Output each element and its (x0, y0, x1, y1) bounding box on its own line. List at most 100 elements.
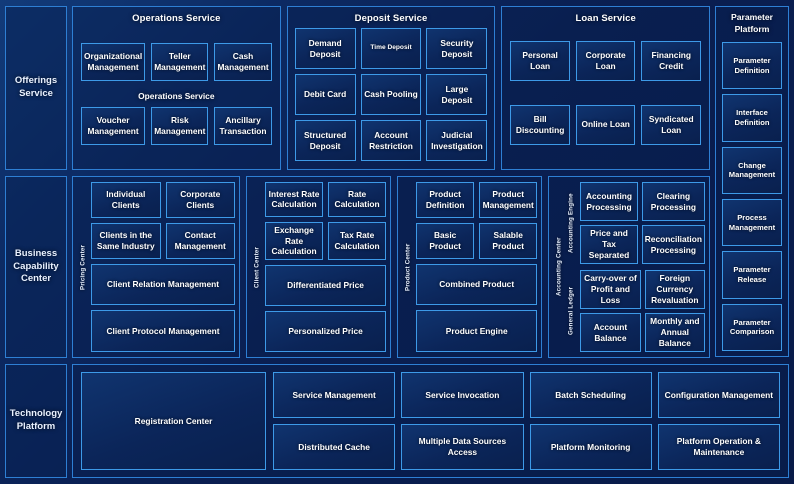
pricing-center-body: Individual Clients Corporate Clients Cli… (89, 182, 235, 352)
accounting-center-body: Accounting Engine Accounting Processing … (565, 182, 705, 352)
panel-technology-platform[interactable]: Registration Center Service Management S… (72, 364, 789, 478)
box-cash-management[interactable]: Cash Management (214, 43, 272, 81)
box-tax-rate-calculation[interactable]: Tax Rate Calculation (328, 221, 387, 261)
box-time-deposit[interactable]: Time Deposit (360, 28, 422, 69)
box-reconciliation-processing[interactable]: Reconciliation Processing (641, 225, 705, 264)
box-structured-deposit[interactable]: Structured Deposit (294, 120, 356, 161)
box-product-management[interactable]: Product Management (479, 182, 538, 218)
box-process-management[interactable]: Process Management (722, 198, 782, 247)
business-capability-cells: Pricing Center Individual Clients Corpor… (72, 176, 710, 358)
box-product-definition[interactable]: Product Definition (416, 182, 475, 218)
box-account-balance[interactable]: Account Balance (580, 313, 641, 352)
panel-deposit-service[interactable]: Deposit Service Demand Deposit Time Depo… (286, 6, 496, 170)
box-organizational-management[interactable]: Organizational Management (81, 43, 146, 81)
box-parameter-comparison[interactable]: Parameter Comparison (722, 303, 782, 351)
box-online-loan[interactable]: Online Loan (575, 104, 636, 145)
box-client-relation-management[interactable]: Client Relation Management (91, 263, 235, 306)
box-service-management[interactable]: Service Management (273, 372, 396, 418)
panel-parameter-platform[interactable]: Parameter Platform Parameter Definition … (715, 6, 789, 357)
box-personal-loan[interactable]: Personal Loan (510, 40, 570, 81)
pricing-center-pair-1: Individual Clients Corporate Clients (91, 182, 235, 218)
box-platform-operation-maintenance[interactable]: Platform Operation & Maintenance (657, 424, 780, 470)
box-parameter-definition[interactable]: Parameter Definition (722, 41, 782, 90)
box-foreign-currency-revaluation[interactable]: Foreign Currency Revaluation (644, 270, 705, 309)
box-ancillary-transaction[interactable]: Ancillary Transaction (214, 107, 272, 145)
box-teller-management[interactable]: Teller Management (151, 43, 209, 81)
box-rate-calculation[interactable]: Rate Calculation (328, 182, 387, 217)
box-corporate-loan[interactable]: Corporate Loan (575, 40, 636, 81)
box-demand-deposit[interactable]: Demand Deposit (294, 28, 356, 69)
technology-platform-boxes: Service Management Service Invocation Ba… (273, 372, 780, 470)
product-center-pair-1: Product Definition Product Management (416, 182, 538, 218)
loan-service-boxes: Personal Loan Corporate Loan Financing C… (502, 28, 709, 169)
box-combined-product[interactable]: Combined Product (416, 263, 538, 306)
box-accounting-processing[interactable]: Accounting Processing (580, 182, 638, 221)
box-interface-definition[interactable]: Interface Definition (722, 94, 782, 142)
panel-title-parameter-platform: Parameter Platform (730, 12, 774, 35)
box-parameter-release[interactable]: Parameter Release (722, 251, 782, 299)
operations-service-boxes: Organizational Management Teller Managem… (73, 28, 280, 169)
box-clients-in-the-same-industry[interactable]: Clients in the Same Industry (91, 222, 161, 259)
offerings-panels: Operations Service Organizational Manage… (72, 6, 711, 170)
box-contact-management[interactable]: Contact Management (165, 222, 235, 259)
panel-title-deposit-service: Deposit Service (354, 13, 428, 24)
box-security-deposit[interactable]: Security Deposit (426, 28, 488, 69)
panel-operations-service[interactable]: Operations Service Organizational Manage… (72, 6, 281, 170)
box-interest-rate-calculation[interactable]: Interest Rate Calculation (265, 182, 324, 217)
box-debit-card[interactable]: Debit Card (294, 74, 356, 115)
box-monthly-and-annual-balance[interactable]: Monthly and Annual Balance (644, 313, 705, 352)
cell-accounting-center[interactable]: Accounting Center Accounting Engine Acco… (548, 176, 710, 358)
box-personalized-price[interactable]: Personalized Price (265, 311, 387, 353)
box-carry-over-of-profit-and-loss[interactable]: Carry-over of Profit and Loss (580, 270, 641, 309)
box-risk-management[interactable]: Risk Management (151, 107, 209, 145)
box-batch-scheduling[interactable]: Batch Scheduling (529, 372, 652, 418)
box-registration-center[interactable]: Registration Center (81, 372, 266, 470)
offerings-service-row: Offerings Service Operations Service Org… (5, 6, 789, 357)
box-configuration-management[interactable]: Configuration Management (657, 372, 780, 418)
box-client-protocol-management[interactable]: Client Protocol Management (91, 310, 235, 352)
sidebar-technology-platform[interactable]: Technology Platform (5, 364, 67, 478)
box-basic-product[interactable]: Basic Product (416, 222, 475, 259)
product-center-pair-2: Basic Product Salable Product (416, 222, 538, 259)
box-voucher-management[interactable]: Voucher Management (81, 107, 146, 145)
general-ledger-group: General Ledger Carry-over of Profit and … (565, 270, 705, 352)
product-center-body: Product Definition Product Management Ba… (414, 182, 538, 352)
cell-product-center[interactable]: Product Center Product Definition Produc… (397, 176, 543, 358)
box-cash-pooling[interactable]: Cash Pooling (360, 74, 422, 115)
box-large-deposit[interactable]: Large Deposit (426, 74, 488, 115)
panel-title-loan-service: Loan Service (575, 13, 636, 24)
box-service-invocation[interactable]: Service Invocation (401, 372, 524, 418)
sidebar-business-capability-center[interactable]: Business Capability Center (5, 176, 67, 358)
box-bill-discounting[interactable]: Bill Discounting (510, 104, 570, 145)
panel-title-operations-service: Operations Service (132, 13, 221, 24)
cell-client-center[interactable]: Client Center Interest Rate Calculation … (246, 176, 392, 358)
client-center-pair-2: Exchange Rate Calculation Tax Rate Calcu… (265, 221, 387, 261)
box-distributed-cache[interactable]: Distributed Cache (273, 424, 396, 470)
sidebar-offerings-service[interactable]: Offerings Service (5, 6, 67, 170)
box-account-restriction[interactable]: Account Restriction (360, 120, 422, 161)
vertical-label-general-ledger: General Ledger (567, 286, 575, 336)
panel-loan-service[interactable]: Loan Service Personal Loan Corporate Loa… (501, 6, 711, 170)
box-differentiated-price[interactable]: Differentiated Price (265, 265, 387, 307)
vertical-label-pricing-center: Pricing Center (79, 244, 87, 290)
box-financing-credit[interactable]: Financing Credit (641, 40, 702, 81)
box-change-management[interactable]: Change Management (722, 146, 782, 194)
box-exchange-rate-calculation[interactable]: Exchange Rate Calculation (265, 221, 324, 261)
box-individual-clients[interactable]: Individual Clients (91, 182, 161, 218)
box-corporate-clients[interactable]: Corporate Clients (165, 182, 235, 218)
vertical-label-accounting-center: Accounting Center (555, 237, 563, 297)
box-judicial-investigation[interactable]: Judicial Investigation (426, 120, 488, 161)
deposit-service-boxes: Demand Deposit Time Deposit Security Dep… (288, 28, 495, 169)
box-multiple-data-sources-access[interactable]: Multiple Data Sources Access (401, 424, 524, 470)
box-price-and-tax-separated[interactable]: Price and Tax Separated (580, 225, 638, 264)
client-center-pair-1: Interest Rate Calculation Rate Calculati… (265, 182, 387, 217)
box-platform-monitoring[interactable]: Platform Monitoring (529, 424, 652, 470)
box-syndicated-loan[interactable]: Syndicated Loan (641, 104, 702, 145)
box-salable-product[interactable]: Salable Product (479, 222, 538, 259)
pricing-center-pair-2: Clients in the Same Industry Contact Man… (91, 222, 235, 259)
accounting-engine-boxes: Accounting Processing Clearing Processin… (580, 182, 705, 264)
cell-pricing-center[interactable]: Pricing Center Individual Clients Corpor… (72, 176, 240, 358)
box-clearing-processing[interactable]: Clearing Processing (641, 182, 705, 221)
box-product-engine[interactable]: Product Engine (416, 310, 538, 352)
